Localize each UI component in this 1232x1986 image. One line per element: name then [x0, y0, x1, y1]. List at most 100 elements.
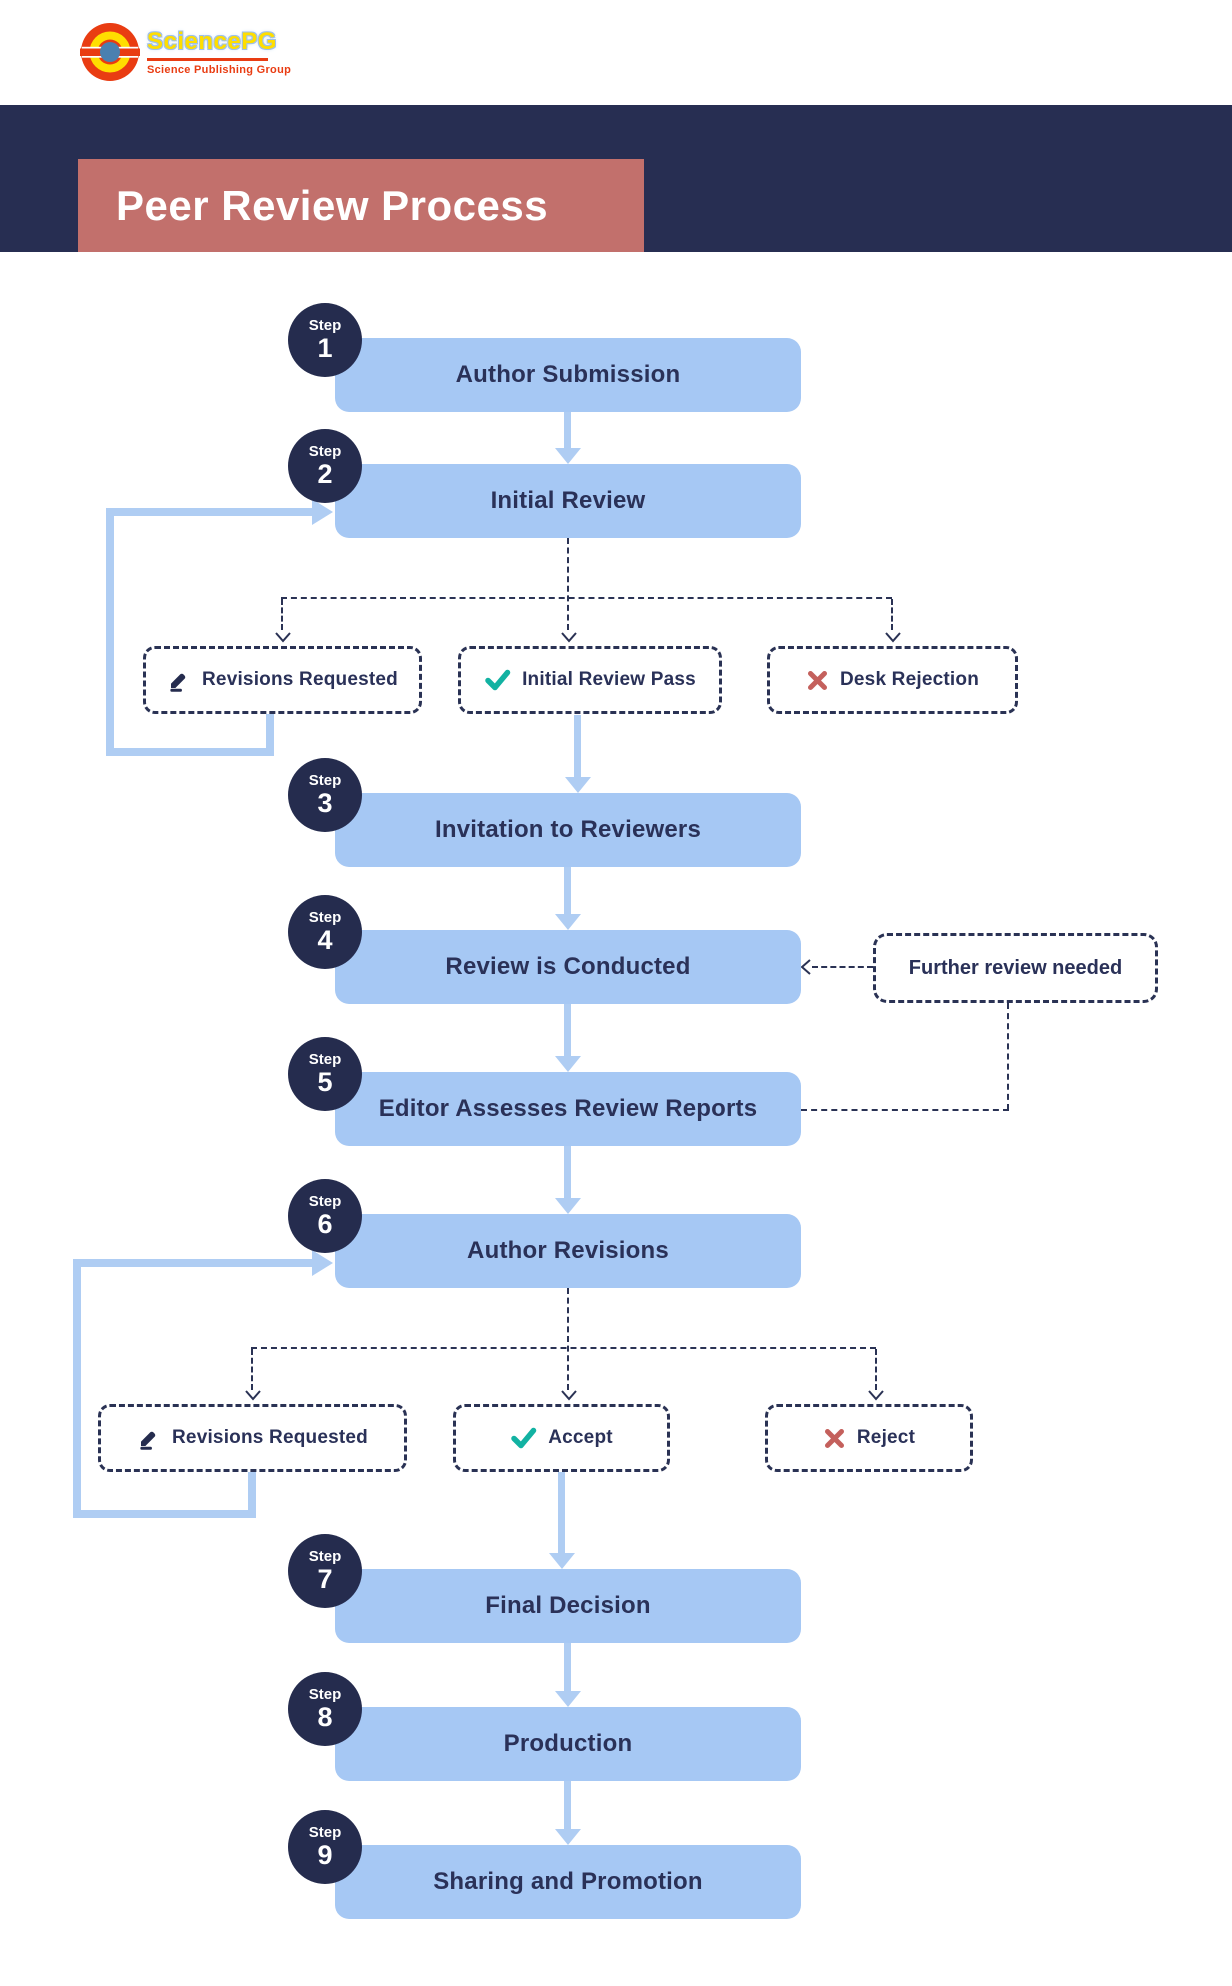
pencil-icon	[167, 668, 191, 692]
step-badge-5-word: Step	[308, 1051, 342, 1068]
branch-label: Accept	[548, 1427, 613, 1448]
loop1-left	[106, 508, 114, 756]
arrow-pass-step3-head	[565, 777, 591, 793]
step-badge-5-num: 5	[317, 1067, 333, 1097]
step-badge-9-num: 9	[317, 1840, 333, 1870]
sciencepg-logo: SciencePG Science Publishing Group	[80, 20, 291, 84]
step-box-8: Production	[335, 1707, 801, 1781]
arrow-step1-step2	[564, 412, 571, 450]
arrow-accept-step7	[558, 1472, 565, 1553]
branch2-right-drop	[875, 1349, 877, 1390]
arrow-step7-step8-head	[555, 1691, 581, 1707]
step-box-7: Final Decision	[335, 1569, 801, 1643]
branch1-left-drop	[281, 599, 283, 630]
brand-tagline: Science Publishing Group	[147, 64, 292, 76]
arrow-step3-step4	[564, 867, 571, 914]
step-box-2: Initial Review	[335, 464, 801, 538]
branch1-hline	[281, 597, 892, 599]
step5-to-note-vline	[1007, 1003, 1009, 1110]
loop1-bottom	[106, 748, 274, 756]
further-review-needed-note: Further review needed	[873, 933, 1158, 1003]
step-box-9-label: Sharing and Promotion	[433, 1868, 703, 1895]
step-box-6: Author Revisions	[335, 1214, 801, 1288]
logo-divider	[147, 58, 268, 61]
branch-reject: Reject	[765, 1404, 973, 1472]
note-to-step4-line	[812, 966, 873, 968]
arrow-step4-step5-head	[555, 1056, 581, 1072]
page-title: Peer Review Process	[116, 181, 549, 229]
branch-label: Revisions Requested	[202, 669, 398, 690]
pencil-icon	[137, 1426, 161, 1450]
branch1-left-arrowhead	[275, 632, 291, 643]
step-badge-1-word: Step	[308, 317, 342, 334]
sciencepg-logo-icon	[80, 23, 140, 81]
branch2-center-arrowhead	[561, 1390, 577, 1401]
step-badge-7-word: Step	[308, 1548, 342, 1565]
loop2-riser	[248, 1472, 256, 1518]
step-badge-2-word: Step	[308, 443, 342, 460]
branch-label: Revisions Requested	[172, 1427, 368, 1448]
step-box-5-label: Editor Assesses Review Reports	[378, 1095, 758, 1122]
step-badge-6-word: Step	[308, 1193, 342, 1210]
loop1-top	[106, 508, 312, 516]
step-box-1-label: Author Submission	[455, 361, 681, 388]
branch1-center-drop	[567, 538, 569, 630]
branch2-center-drop	[567, 1288, 569, 1390]
step-box-3-label: Invitation to Reviewers	[435, 816, 701, 843]
loop1-riser	[266, 714, 274, 756]
branch-accept: Accept	[453, 1404, 670, 1472]
branch1-center-arrowhead	[561, 632, 577, 643]
branch-label: Initial Review Pass	[522, 669, 696, 690]
step-badge-4-num: 4	[317, 925, 333, 955]
loop2-arrowhead	[312, 1250, 333, 1276]
arrow-step5-step6	[564, 1146, 571, 1198]
branch-revisions-requested-1: Revisions Requested	[143, 646, 422, 714]
check-icon	[484, 668, 511, 692]
step-badge-4-word: Step	[308, 909, 342, 926]
branch-revisions-requested-2: Revisions Requested	[98, 1404, 407, 1472]
step-box-6-label: Author Revisions	[467, 1237, 669, 1264]
x-icon	[823, 1427, 846, 1450]
step-badge-7-num: 7	[317, 1564, 333, 1594]
step-badge-8-num: 8	[317, 1702, 333, 1732]
arrow-step8-step9	[564, 1781, 571, 1829]
branch2-left-drop	[251, 1349, 253, 1390]
loop1-arrowhead	[312, 499, 333, 525]
step-badge-2-num: 2	[317, 459, 333, 489]
step-badge-3-word: Step	[308, 772, 342, 789]
branch-label: Reject	[856, 1427, 916, 1448]
further-review-needed-label: Further review needed	[908, 956, 1123, 979]
branch2-right-arrowhead	[868, 1390, 884, 1401]
step-box-4-label: Review is Conducted	[445, 953, 691, 980]
arrow-step1-step2-head	[555, 448, 581, 464]
note-to-step4-arrowhead	[800, 959, 811, 975]
branch1-right-drop	[891, 599, 893, 630]
step-box-9: Sharing and Promotion	[335, 1845, 801, 1919]
branch-desk-rejection: Desk Rejection	[767, 646, 1018, 714]
branch2-hline	[251, 1347, 876, 1349]
step-badge-3-num: 3	[317, 788, 333, 818]
arrow-step8-step9-head	[555, 1829, 581, 1845]
step-badge-8-word: Step	[308, 1686, 342, 1703]
step-box-8-label: Production	[503, 1730, 633, 1757]
step-badge-1-num: 1	[317, 333, 333, 363]
arrow-step5-step6-head	[555, 1198, 581, 1214]
step-box-7-label: Final Decision	[485, 1592, 651, 1619]
step-badge-9-word: Step	[308, 1824, 342, 1841]
brand-name: SciencePG	[147, 28, 277, 55]
step-badge-6-num: 6	[317, 1209, 333, 1239]
step-box-5: Editor Assesses Review Reports	[335, 1072, 801, 1146]
loop2-top	[73, 1259, 312, 1267]
branch2-left-arrowhead	[245, 1390, 261, 1401]
step-box-2-label: Initial Review	[490, 487, 646, 514]
step-box-1: Author Submission	[335, 338, 801, 412]
loop2-left	[73, 1259, 81, 1518]
